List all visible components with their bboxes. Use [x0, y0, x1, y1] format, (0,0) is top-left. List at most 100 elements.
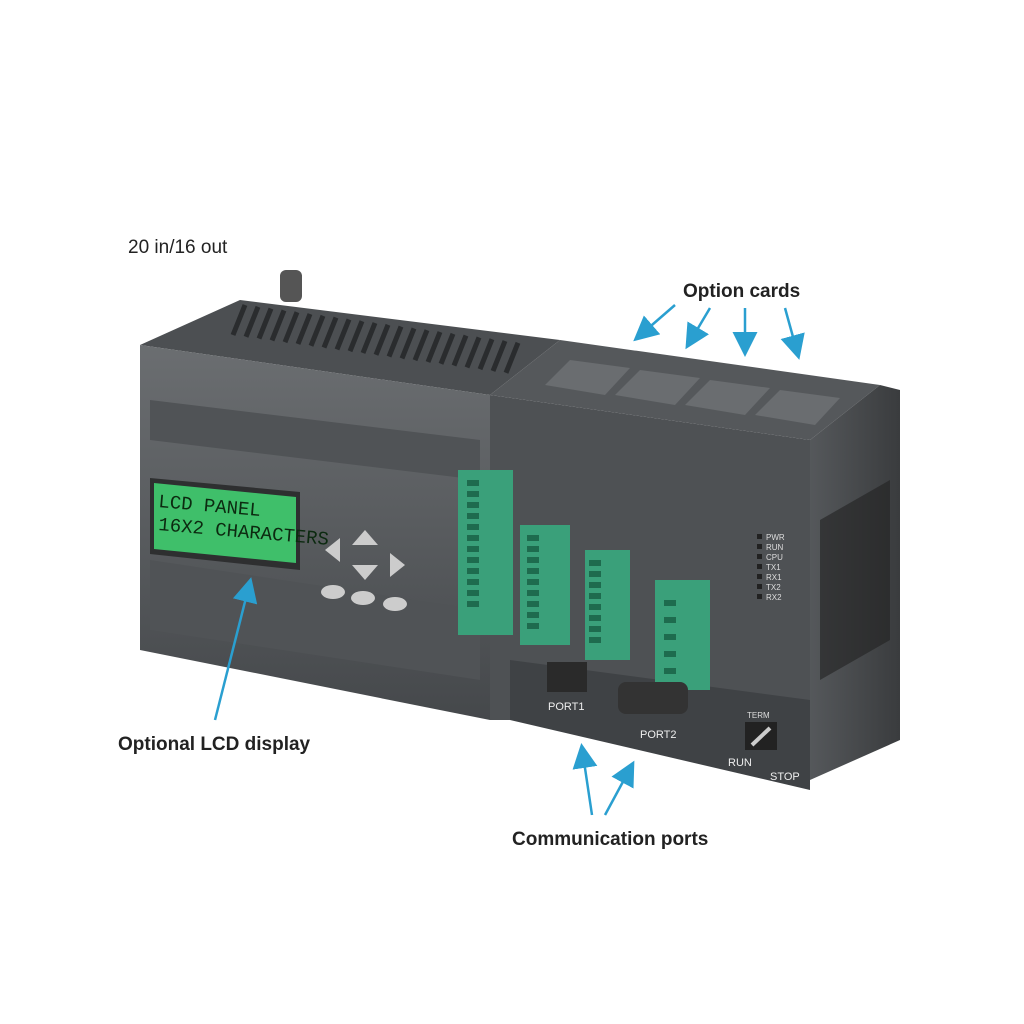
terminal-screw	[589, 582, 601, 588]
terminal-screw	[664, 634, 676, 640]
left-key[interactable]	[325, 538, 340, 562]
arrow-icon	[780, 307, 805, 360]
vent-slot	[438, 332, 456, 365]
terminal-screw	[527, 623, 539, 629]
terminal-screw	[467, 513, 479, 519]
terminal-screw	[589, 571, 601, 577]
terminal-screw	[467, 491, 479, 497]
terminal-block	[458, 470, 513, 635]
esc-key[interactable]	[321, 585, 345, 599]
terminal-screw	[467, 579, 479, 585]
port1-label: PORT1	[548, 701, 584, 713]
terminal-block	[655, 580, 710, 690]
arrow-icon	[633, 304, 676, 342]
option-card-slot	[685, 380, 770, 415]
terminal-screw	[664, 668, 676, 674]
terminal-screw	[467, 601, 479, 607]
status-led	[757, 544, 762, 549]
vent-slot	[464, 336, 482, 369]
terminal-screw	[664, 600, 676, 606]
terminal-blocks	[458, 470, 710, 690]
status-led-label: RUN	[766, 543, 784, 552]
mode-switch: TERM RUN STOP	[728, 711, 800, 783]
terminal-screw	[527, 601, 539, 607]
vent-slot	[321, 316, 339, 349]
arrow-icon	[572, 743, 598, 816]
vent-slot	[360, 322, 378, 354]
terminal-screw	[467, 568, 479, 574]
option-card-slots	[545, 360, 840, 425]
vent-slot	[503, 341, 521, 374]
status-led-label: TX2	[766, 583, 781, 592]
terminal-screw	[589, 626, 601, 632]
terminal-screw	[467, 480, 479, 486]
vent-slot	[282, 311, 300, 344]
option-card-slot	[755, 390, 840, 425]
vent-slot	[230, 304, 248, 336]
stop-label: STOP	[770, 771, 800, 783]
terminal-screw	[467, 546, 479, 552]
status-led-label: RX1	[766, 573, 782, 582]
vent-slot	[295, 313, 313, 345]
right-key[interactable]	[390, 553, 405, 577]
terminal-screw	[589, 593, 601, 599]
top-vents	[230, 304, 521, 374]
vent-slot	[425, 331, 443, 363]
terminal-screw	[664, 651, 676, 657]
term-label: TERM	[747, 711, 770, 720]
status-led	[757, 534, 762, 539]
terminal-screw	[589, 560, 601, 566]
vent-slot	[347, 320, 365, 353]
vent-slot	[269, 309, 287, 342]
communication-ports: PORT1 PORT2	[547, 662, 688, 741]
terminal-screw	[527, 579, 539, 585]
vent-slot	[451, 334, 469, 367]
side-vent	[820, 480, 890, 680]
option-cards-arrows	[213, 304, 805, 816]
terminal-screw	[527, 535, 539, 541]
port1-connector	[547, 662, 587, 692]
vent-slot	[308, 314, 326, 347]
status-led	[757, 564, 762, 569]
io-count-label: 20 in/16 out	[128, 237, 228, 258]
option-card-slot	[545, 360, 630, 395]
option-card-slot	[615, 370, 700, 405]
arrow-icon	[603, 760, 635, 816]
status-led	[757, 584, 762, 589]
terminal-screw	[589, 637, 601, 643]
vent-slot	[399, 327, 417, 360]
terminal-screw	[467, 524, 479, 530]
vent-slot	[477, 338, 495, 371]
arrow-icon	[213, 577, 258, 721]
status-led-label: PWR	[766, 533, 785, 542]
terminal-screw	[527, 557, 539, 563]
vent-slot	[373, 323, 391, 356]
terminal-screw	[527, 546, 539, 552]
status-led-label: RX2	[766, 593, 782, 602]
up-key[interactable]	[352, 530, 378, 545]
enter-key[interactable]	[351, 591, 375, 605]
run-label: RUN	[728, 757, 752, 769]
status-led-label: CPU	[766, 553, 783, 562]
down-key[interactable]	[352, 565, 378, 580]
terminal-screw	[527, 612, 539, 618]
status-led-label: TX1	[766, 563, 781, 572]
vent-slot	[334, 318, 352, 351]
port2-label: PORT2	[640, 729, 676, 741]
terminal-screw	[527, 568, 539, 574]
terminal-screw	[589, 604, 601, 610]
terminal-screw	[467, 557, 479, 563]
exit-key[interactable]	[383, 597, 407, 611]
arrow-icon	[685, 307, 712, 350]
status-led	[757, 594, 762, 599]
vent-slot	[243, 305, 261, 338]
vent-slot	[386, 325, 404, 358]
vent-slot	[412, 329, 430, 362]
keypad	[321, 530, 407, 611]
lcd-display: LCD PANEL 16X2 CHARACTERS	[150, 478, 330, 570]
status-led	[757, 574, 762, 579]
cpu-base-unit	[140, 270, 560, 720]
option-cards-label: Option cards	[683, 281, 800, 302]
